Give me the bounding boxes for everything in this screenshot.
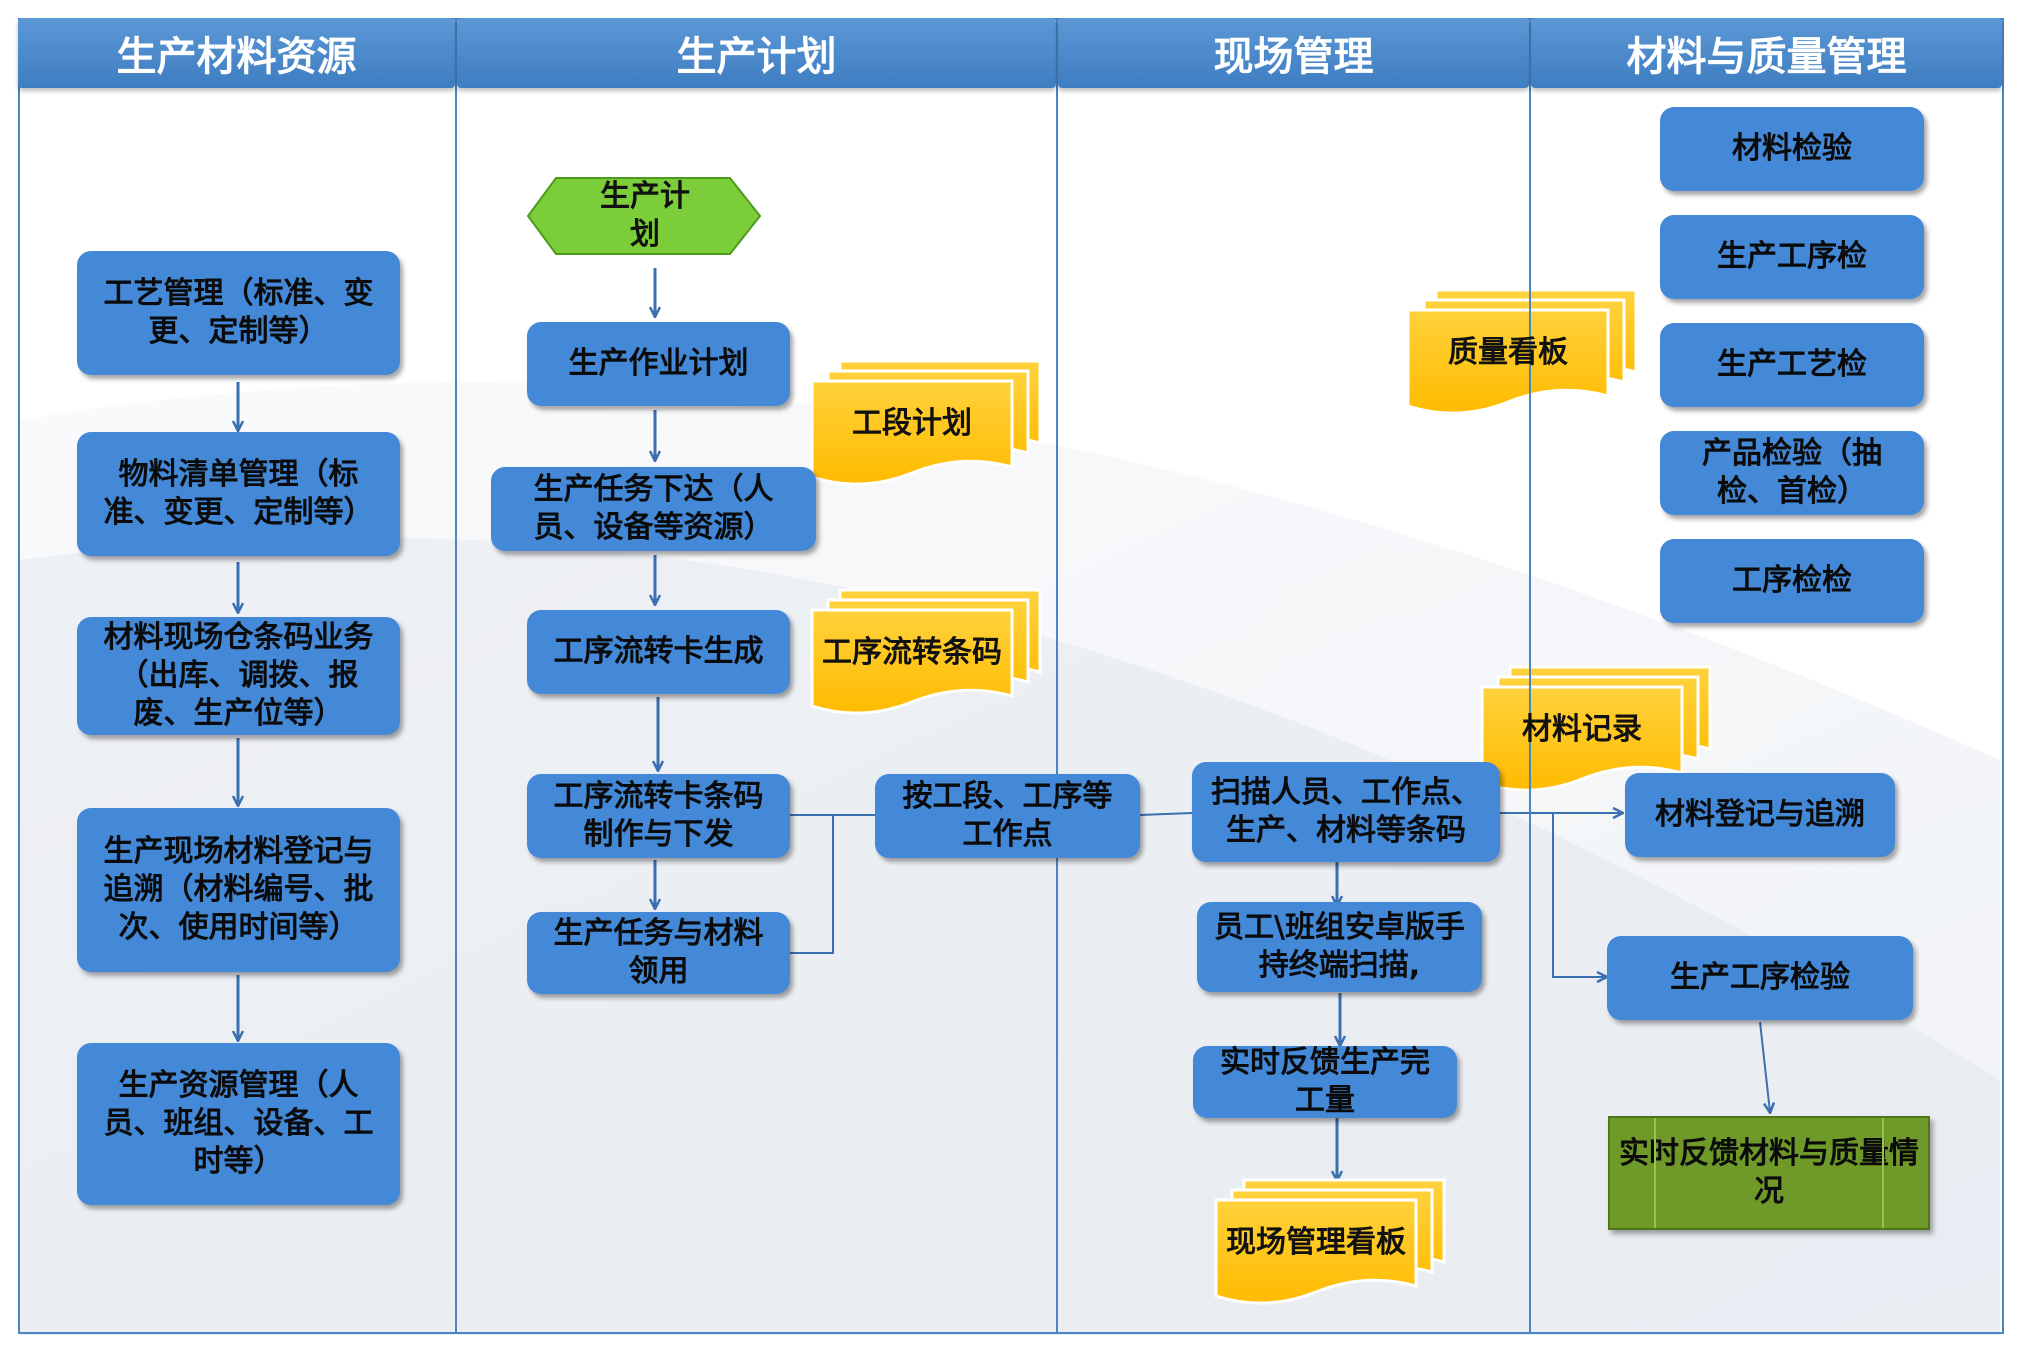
section-plan-doc-label: 工段计划 bbox=[852, 406, 972, 441]
start-label: 生产计划 bbox=[600, 179, 690, 252]
realtime-output-box: 实时反馈生产完工量 bbox=[1193, 1045, 1457, 1118]
work-plan-box: 生产作业计划 bbox=[527, 322, 790, 406]
start-hexagon bbox=[526, 177, 762, 255]
scan-barcode-box: 扫描人员、工作点、生产、材料等条码 bbox=[1192, 762, 1500, 862]
material-trace-box: 生产现场材料登记与追溯（材料编号、批次、使用时间等） bbox=[77, 808, 400, 972]
flow-barcode-doc-label: 工序流转条码 bbox=[822, 635, 1002, 670]
lane-header-resources: 生产材料资源 bbox=[18, 18, 455, 88]
connector-arrow bbox=[1759, 1021, 1770, 1112]
doc-shape-quality-board bbox=[1406, 288, 1638, 415]
process-mgmt-box: 工艺管理（标准、变更、定制等） bbox=[77, 251, 400, 375]
task-dispatch-box: 生产任务下达（人员、设备等资源） bbox=[491, 467, 816, 551]
lane-header-planning: 生产计划 bbox=[457, 18, 1056, 88]
doc-shape-flow-barcode bbox=[810, 588, 1042, 715]
android-scan-box: 员工\班组安卓版手持终端扫描, bbox=[1197, 902, 1482, 992]
step-inspect-box: 工序检检 bbox=[1660, 539, 1924, 623]
lane-header-site: 现场管理 bbox=[1058, 18, 1529, 88]
connector-line bbox=[790, 815, 834, 954]
product-inspect-box: 产品检验（抽检、首检） bbox=[1660, 431, 1924, 515]
lane-header-quality: 材料与质量管理 bbox=[1531, 18, 2002, 88]
process-inspect-box: 生产工序检 bbox=[1660, 215, 1924, 299]
quality-board-doc-label: 质量看板 bbox=[1448, 335, 1568, 370]
craft-inspect-box: 生产工艺检 bbox=[1660, 323, 1924, 407]
bom-mgmt-box: 物料清单管理（标准、变更、定制等） bbox=[77, 432, 400, 556]
background-wave bbox=[20, 382, 2000, 1335]
connector-arrow bbox=[1552, 813, 1606, 977]
material-pick-box: 生产任务与材料领用 bbox=[527, 912, 790, 994]
material-inspect-box: 材料检验 bbox=[1660, 107, 1924, 191]
card-barcode-box: 工序流转卡条码制作与下发 bbox=[527, 774, 790, 858]
lane-frame-site bbox=[1056, 18, 1531, 1334]
card-generate-box: 工序流转卡生成 bbox=[527, 610, 790, 694]
connector-line bbox=[1139, 812, 1193, 816]
doc-shape-material-record bbox=[1480, 665, 1712, 792]
warehouse-barcode-box: 材料现场仓条码业务（出库、调拨、报废、生产位等） bbox=[77, 617, 400, 735]
resource-mgmt-box: 生产资源管理（人员、班组、设备、工时等） bbox=[77, 1043, 400, 1205]
material-record-doc-label: 材料记录 bbox=[1522, 712, 1642, 747]
background-wave bbox=[20, 537, 2000, 1335]
doc-shape-site-board bbox=[1214, 1178, 1446, 1305]
material-register-box: 材料登记与追溯 bbox=[1625, 773, 1895, 857]
realtime-feedback-box: 实时反馈材料与质量情况 bbox=[1608, 1116, 1930, 1230]
work-point-box: 按工段、工序等工作点 bbox=[875, 774, 1140, 858]
site-board-doc-label: 现场管理看板 bbox=[1226, 1225, 1406, 1260]
process-check-box: 生产工序检验 bbox=[1607, 936, 1913, 1020]
doc-shape-section-plan bbox=[810, 359, 1042, 486]
